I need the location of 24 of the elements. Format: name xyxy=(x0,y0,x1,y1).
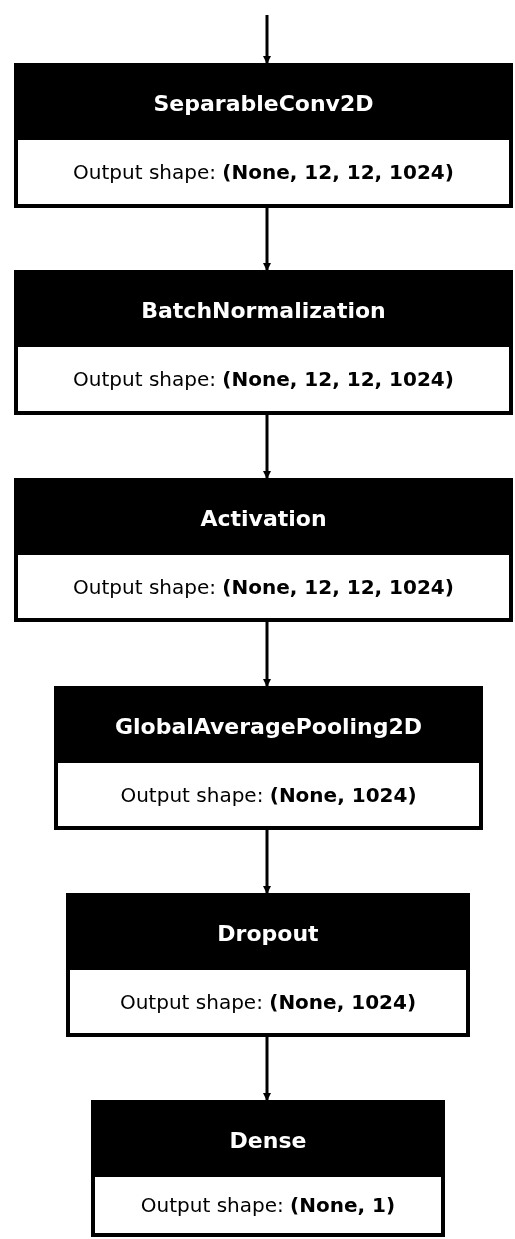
arrow xyxy=(263,15,271,64)
layer-box xyxy=(91,1100,445,1237)
output-shape-text: Output shape: (None, 1024) xyxy=(120,781,417,809)
layer-name: Activation xyxy=(18,482,509,555)
output-shape-text: Output shape: (None, 12, 12, 1024) xyxy=(73,573,454,601)
layer-box xyxy=(14,478,513,622)
arrow xyxy=(263,622,271,687)
output-shape-text: Output shape: (None, 1024) xyxy=(119,988,417,1016)
layer-name: Dropout xyxy=(70,897,466,970)
layer-box xyxy=(66,893,470,1037)
arrow xyxy=(263,208,271,271)
output-shape-text: Output shape: (None, 12, 12, 1024) xyxy=(73,159,454,186)
layer-name: BatchNormalization xyxy=(18,274,509,347)
layer-box xyxy=(14,63,513,208)
arrow xyxy=(263,830,271,894)
layer-box xyxy=(14,270,513,415)
layer-name: GlobalAveragePooling2D xyxy=(58,690,479,763)
layer-name: SeparableConv2D xyxy=(18,67,509,140)
output-shape-text: Output shape: (None, 1) xyxy=(140,1192,396,1219)
layer-box xyxy=(54,686,483,830)
output-shape-text: Output shape: (None, 12, 12, 1024) xyxy=(73,366,454,393)
arrow xyxy=(263,1037,271,1101)
arrow xyxy=(263,415,271,479)
layer-name: Dense xyxy=(95,1104,441,1177)
